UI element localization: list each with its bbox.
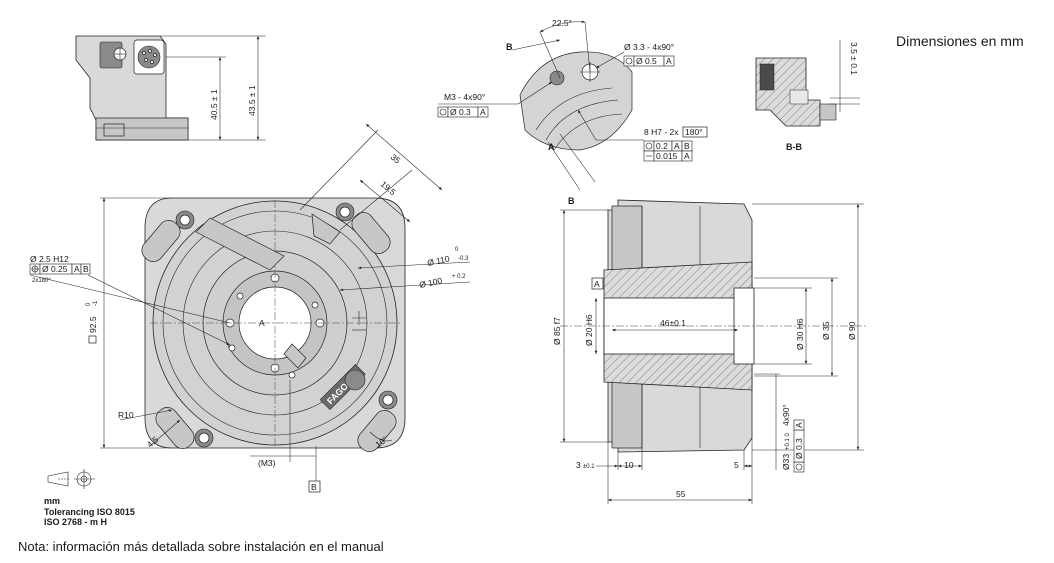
dim-20: Ø 20 H6 bbox=[584, 314, 594, 346]
dim-30: Ø 30 H6 bbox=[795, 318, 805, 350]
dim-110: Ø 110 bbox=[426, 253, 450, 268]
detail-hole-label: Ø 3.3 - 4x90° bbox=[624, 42, 674, 52]
detail-hole-fcf-datum: A bbox=[666, 56, 672, 66]
hole-fcf-datum-a: A bbox=[74, 264, 80, 274]
side-view: 40.5 ± 1 43.5 ± 1 bbox=[75, 35, 266, 141]
dim-35-section: Ø 35 bbox=[821, 321, 831, 340]
dim-85: Ø 85 f7 bbox=[552, 317, 562, 345]
tolerance-line-1: Tolerancing ISO 8015 bbox=[44, 506, 135, 517]
detail-thread-fcf-datum: A bbox=[480, 107, 486, 117]
section-fcf-datum: A bbox=[794, 422, 804, 428]
dim-92-5-tol-lower: -1 bbox=[93, 300, 99, 306]
datum-a-center: A bbox=[259, 318, 265, 328]
section-bb-title: B-B bbox=[786, 142, 802, 152]
dim-46: 46±0.1 bbox=[660, 318, 686, 328]
dim-100-tol: + 0.2 bbox=[452, 274, 466, 280]
detail-slot-fcf2-value: 0.015 bbox=[656, 151, 678, 161]
footer-note: Nota: información más detallada sobre in… bbox=[18, 539, 384, 554]
datum-b-box: B bbox=[311, 482, 317, 492]
detail-slot-fcf1-datum-b: B bbox=[684, 141, 690, 151]
detail-slot-angle: 180° bbox=[685, 127, 703, 137]
dim-m3: (M3) bbox=[258, 458, 276, 468]
tolerance-line-2: ISO 2768 - m H bbox=[44, 517, 108, 527]
detail-slot-fcf1-datum-a: A bbox=[674, 141, 680, 151]
section-bb-dim: 3.5 ± 0.1 bbox=[849, 42, 859, 75]
dim-90: Ø 90 bbox=[847, 321, 857, 340]
tolerance-block: mm Tolerancing ISO 8015 ISO 2768 - m H bbox=[44, 496, 135, 528]
section-datum-a: A bbox=[594, 279, 600, 289]
dim-55: 55 bbox=[676, 489, 686, 499]
detail-label-b: B bbox=[506, 42, 513, 52]
front-view: FAGOR A 35 19.5 Ø 110 0 -0.3 Ø 100 + 0.2… bbox=[29, 123, 471, 493]
detail-thread-fcf-value: Ø 0.3 bbox=[450, 107, 471, 117]
hole-fcf-datum-b: B bbox=[83, 264, 89, 274]
detail-slot-fcf2-datum: A bbox=[684, 151, 690, 161]
dim-5: 5 bbox=[734, 460, 739, 470]
dim-33-tol: +0.1 0 bbox=[785, 432, 791, 450]
detail-slot-label: 8 H7 - 2x bbox=[644, 127, 679, 137]
dim-110-tol-upper: 0 bbox=[455, 247, 459, 253]
dim-3: 3 bbox=[576, 460, 581, 470]
dim-height-outer: 43.5 ± 1 bbox=[247, 85, 257, 116]
detail-label-a: A bbox=[548, 142, 555, 152]
detail-slot-fcf1-value: 0.2 bbox=[656, 141, 668, 151]
projection-symbol bbox=[47, 469, 95, 489]
dim-92-5: 92.5 bbox=[88, 316, 98, 333]
dim-height-inner: 40.5 ± 1 bbox=[209, 89, 219, 120]
detail-thread-label: M3 - 4x90° bbox=[444, 92, 485, 102]
dim-33: Ø33 bbox=[781, 454, 791, 470]
dim-r10: R10 bbox=[118, 410, 134, 420]
units-note: Dimensiones en mm bbox=[896, 33, 1024, 49]
detail-hole-fcf-value: Ø 0.5 bbox=[636, 56, 657, 66]
detail-view: 22.5° B A Ø 3.3 - 4x90° Ø 0.5 A M3 - 4x9… bbox=[437, 18, 708, 191]
hole-count: 2x180° bbox=[32, 278, 51, 284]
dim-92-5-tol-upper: 0 bbox=[86, 302, 92, 306]
section-bb-view: 3.5 ± 0.1 B-B bbox=[755, 40, 860, 152]
section-fcf-value: Ø 0.3 bbox=[794, 438, 804, 459]
hole-fcf-value: Ø 0.25 bbox=[42, 264, 68, 274]
dim-33-count: 4x90° bbox=[781, 404, 791, 426]
detail-angle: 22.5° bbox=[552, 18, 572, 28]
corner-holes bbox=[175, 202, 398, 448]
section-label-b: B bbox=[568, 196, 575, 206]
dim-100: Ø 100 bbox=[418, 275, 443, 290]
tolerance-unit: mm bbox=[44, 496, 61, 506]
dim-3-tol: ±0.1 bbox=[583, 464, 595, 470]
section-view: A B Ø 85 f7 Ø 20 H6 46±0.1 Ø 30 H6 Ø 35 … bbox=[552, 196, 868, 504]
hole-label-2-5: Ø 2.5 H12 bbox=[30, 254, 69, 264]
dim-19-5: 19.5 bbox=[379, 179, 398, 197]
dim-10-section: 10 bbox=[624, 460, 634, 470]
dim-110-tol-lower: -0.3 bbox=[458, 256, 469, 262]
